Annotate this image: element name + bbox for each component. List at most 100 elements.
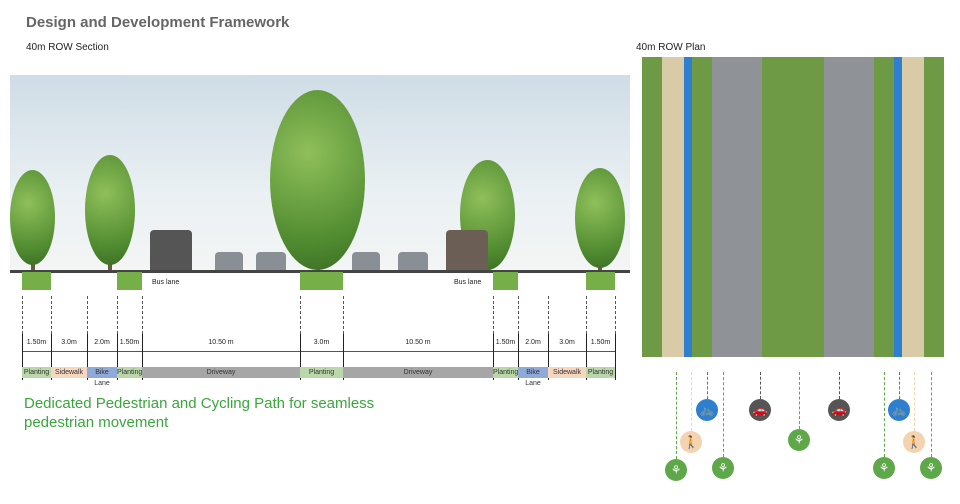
planting-box — [22, 272, 51, 290]
plan-strip — [642, 57, 662, 357]
dimension-label: 10.50 m — [405, 339, 431, 346]
dimension-tick — [518, 296, 519, 334]
planting-box — [493, 272, 518, 290]
page-title: Design and Development Framework — [26, 14, 290, 31]
plan-strip — [924, 57, 944, 357]
dimension-label: 3.0m — [61, 339, 77, 346]
dimension-label: 1.50m — [119, 339, 140, 346]
dimension-label: 3.0m — [559, 339, 575, 346]
segment-driveway: Driveway — [343, 367, 493, 378]
segment-bike: Bike Lane — [518, 367, 548, 387]
vehicle — [352, 252, 380, 272]
tree — [575, 168, 625, 268]
leader-line — [884, 372, 885, 457]
pedestrian-icon: 🚶 — [903, 431, 925, 453]
bicycle-icon: 🚲 — [696, 399, 718, 421]
planting-box — [117, 272, 142, 290]
tagline: Dedicated Pedestrian and Cycling Path fo… — [24, 395, 375, 431]
plan-strip — [902, 57, 924, 357]
vehicle — [256, 252, 286, 272]
segment-bike: Bike Lane — [87, 367, 117, 387]
plant-icon: ⚘ — [788, 429, 810, 451]
dimension-label: 1.50m — [590, 339, 611, 346]
plan-strip — [692, 57, 712, 357]
plan-strip — [874, 57, 894, 357]
car-icon: 🚗 — [749, 399, 771, 421]
dimension-tick — [87, 296, 88, 334]
dimension-label: 1.50m — [26, 339, 47, 346]
tree — [85, 155, 135, 265]
dimension-label: 2.0m — [525, 339, 541, 346]
dimension-tick — [117, 334, 118, 380]
plant-icon: ⚘ — [873, 457, 895, 479]
bus-lane-label: Bus lane — [454, 279, 482, 286]
tree — [10, 170, 55, 265]
segment-driveway: Driveway — [142, 367, 300, 378]
leader-line — [799, 372, 800, 429]
planting-box — [586, 272, 615, 290]
segment-planting: Planting — [493, 367, 519, 378]
dimension-tick — [87, 334, 88, 380]
section-label: 40m ROW Section — [26, 42, 109, 53]
leader-line — [691, 372, 692, 431]
leader-line — [723, 372, 724, 457]
dimension-tick — [586, 334, 587, 380]
dimension-tick — [615, 296, 616, 334]
segment-planting: Planting — [586, 367, 615, 378]
bicycle-icon: 🚲 — [888, 399, 910, 421]
planting-box — [300, 272, 343, 290]
leader-line — [899, 372, 900, 399]
dimension-tick — [343, 334, 344, 380]
vehicle — [398, 252, 428, 272]
bus-lane-label: Bus lane — [152, 279, 180, 286]
segment-sidewalk: Sidewalk — [548, 367, 586, 378]
vehicle — [215, 252, 243, 272]
leader-line — [760, 372, 761, 399]
plan-strip — [712, 57, 762, 357]
leader-line — [707, 372, 708, 399]
plan-strip — [684, 57, 692, 357]
dimension-tick — [493, 296, 494, 334]
ground-line — [10, 270, 630, 273]
car-icon: 🚗 — [828, 399, 850, 421]
pedestrian-icon: 🚶 — [680, 431, 702, 453]
plant-icon: ⚘ — [920, 457, 942, 479]
dimension-tick — [518, 334, 519, 380]
dimension-tick — [22, 334, 23, 380]
plant-icon: ⚘ — [665, 459, 687, 481]
dimension-line — [22, 351, 615, 352]
plan-strip — [662, 57, 684, 357]
dimension-label: 2.0m — [94, 339, 110, 346]
dimension-tick — [51, 334, 52, 380]
dimension-tick — [142, 296, 143, 334]
plan-strip — [824, 57, 874, 357]
dimension-tick — [548, 334, 549, 380]
leader-line — [914, 372, 915, 431]
dimension-tick — [142, 334, 143, 380]
vehicle — [150, 230, 192, 272]
segment-planting: Planting — [117, 367, 143, 378]
dimension-tick — [343, 296, 344, 334]
dimension-label: 10.50 m — [208, 339, 234, 346]
leader-line — [839, 372, 840, 399]
plan-illustration — [642, 57, 944, 357]
segment-planting: Planting — [300, 367, 343, 378]
dimension-tick — [117, 296, 118, 334]
dimension-label: 1.50m — [495, 339, 516, 346]
dimension-tick — [615, 334, 616, 380]
dimension-label: 3.0m — [313, 339, 330, 346]
dimension-tick — [548, 296, 549, 334]
dimension-tick — [300, 296, 301, 334]
leader-line — [676, 372, 677, 459]
plan-strip — [762, 57, 824, 357]
dimension-tick — [300, 334, 301, 380]
segment-planting: Planting — [22, 367, 51, 378]
tree — [270, 90, 365, 270]
plan-label: 40m ROW Plan — [636, 42, 706, 53]
plant-icon: ⚘ — [712, 457, 734, 479]
dimension-tick — [22, 296, 23, 334]
vehicle — [446, 230, 488, 272]
leader-line — [931, 372, 932, 457]
dimension-tick — [493, 334, 494, 380]
dimension-tick — [51, 296, 52, 334]
